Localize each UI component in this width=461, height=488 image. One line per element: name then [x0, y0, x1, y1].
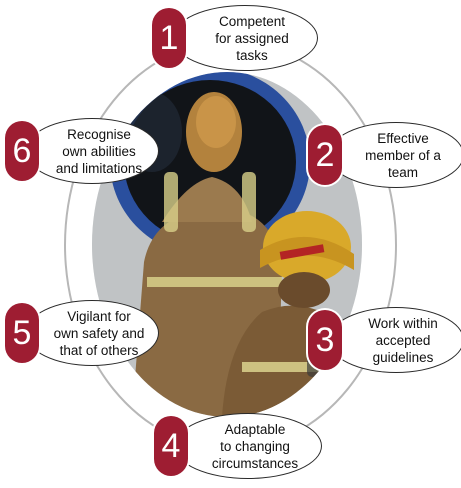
item-number-badge: 2: [308, 125, 342, 185]
item-text: Work within accepted guidelines: [368, 315, 438, 365]
item-number-badge: 6: [5, 121, 39, 181]
item-bubble: Vigilant for own safety and that of othe…: [25, 300, 159, 366]
item-number-badge: 5: [5, 303, 39, 363]
item-text: Vigilant for own safety and that of othe…: [53, 308, 145, 358]
item-5: 5 Vigilant for own safety and that of ot…: [5, 300, 159, 366]
item-bubble: Adaptable to changing circumstances: [174, 413, 322, 479]
item-number-badge: 1: [152, 8, 186, 68]
item-bubble: Recognise own abilities and limitations: [25, 118, 159, 184]
item-text: Competent for assigned tasks: [215, 13, 289, 63]
item-text: Recognise own abilities and limitations: [55, 126, 143, 176]
item-bubble: Effective member of a team: [328, 122, 461, 188]
item-number-badge: 4: [154, 416, 188, 476]
item-number-badge: 3: [308, 310, 342, 370]
item-1: 1 Competent for assigned tasks: [152, 5, 318, 71]
item-3: 3 Work within accepted guidelines: [308, 307, 461, 373]
item-text: Adaptable to changing circumstances: [211, 421, 299, 471]
item-bubble: Work within accepted guidelines: [328, 307, 461, 373]
item-text: Effective member of a team: [365, 130, 441, 180]
item-2: 2 Effective member of a team: [308, 122, 461, 188]
item-4: 4 Adaptable to changing circumstances: [154, 413, 322, 479]
item-6: 6 Recognise own abilities and limitation…: [5, 118, 159, 184]
item-bubble: Competent for assigned tasks: [172, 5, 318, 71]
